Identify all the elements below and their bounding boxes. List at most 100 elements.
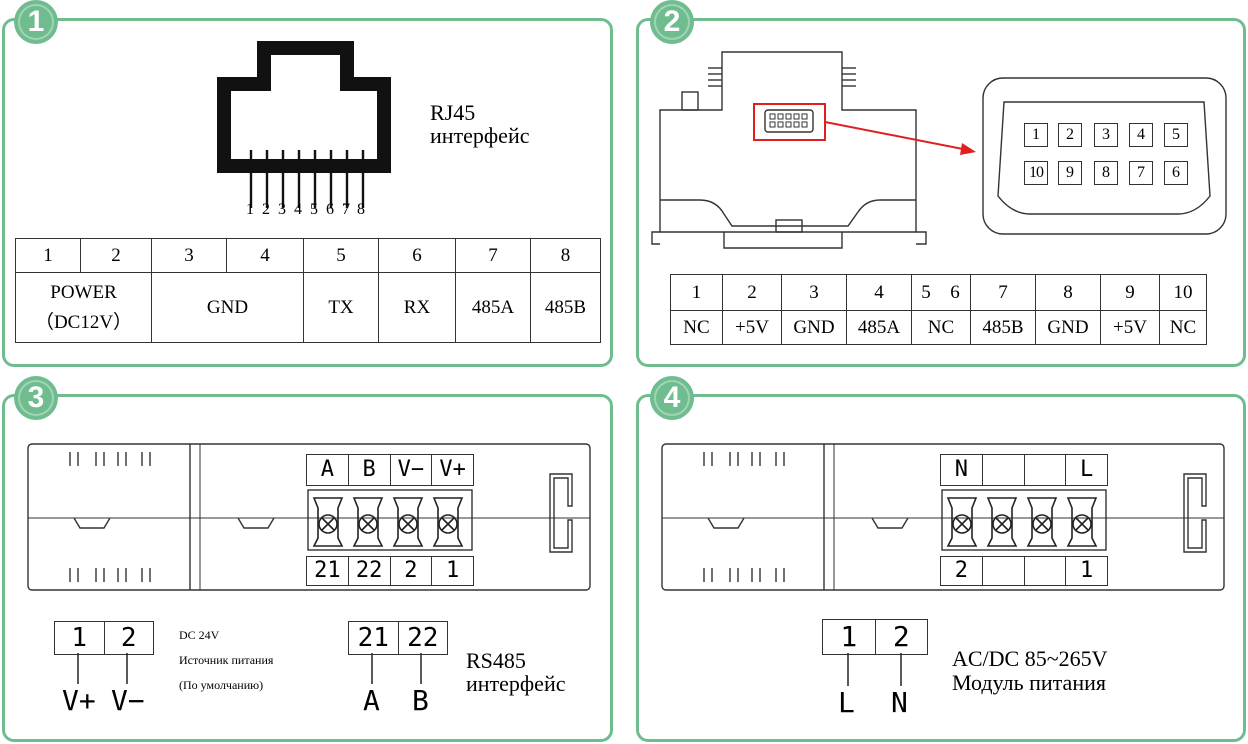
rs485-pin-22: 22	[407, 623, 439, 653]
power-cell: POWER （DC12V）	[15, 272, 152, 343]
value-cell: NC	[670, 310, 723, 345]
screw-terminal-icon	[1066, 497, 1098, 547]
rs485-subtitle: интерфейс	[466, 671, 566, 696]
connector-pin-2: 2	[1058, 123, 1082, 147]
terminal-numbers-bottom-4: 2 1	[940, 556, 1108, 586]
terminal-number-empty	[1025, 557, 1067, 585]
panel-number-badge-1: 1	[14, 0, 58, 44]
ac-pin-2: 2	[892, 620, 910, 653]
terminal-number-1: 1	[1080, 558, 1094, 583]
dc-voltage-label: DC 24V	[179, 628, 220, 642]
value-cell: NC	[1159, 310, 1207, 345]
gnd-cell: GND	[151, 272, 304, 343]
panel-number-badge-3: 3	[14, 376, 58, 420]
rj45-pin-5: 5	[310, 201, 318, 218]
screw-terminal-icon	[352, 497, 384, 547]
terminal-numbers-bottom-3: 21 22 2 1	[306, 556, 474, 586]
connector-pin-7: 7	[1129, 161, 1153, 185]
header-cell: 5	[303, 238, 379, 273]
485a-cell: 485A	[455, 272, 531, 343]
dc-default-label: (По умолчанию)	[179, 678, 264, 692]
connector-pin-8: 8	[1094, 161, 1118, 185]
header-cell: 10	[1159, 274, 1207, 311]
terminal-number-2: 2	[391, 557, 433, 585]
value-cell: +5V	[722, 310, 782, 345]
power-pin-1: 1	[55, 622, 105, 654]
power-label: POWER	[50, 281, 117, 303]
screw-terminal-icon	[312, 497, 344, 547]
terminal-label-vplus: V+	[439, 457, 466, 482]
rj45-pin-8: 8	[357, 201, 365, 218]
ac-lead-n: N	[891, 686, 908, 719]
rj45-pin-7: 7	[342, 201, 350, 218]
value-cell: GND	[781, 310, 847, 345]
485b-cell: 485B	[530, 272, 601, 343]
connector-pin-4: 4	[1129, 123, 1153, 147]
rj45-pin-2: 2	[262, 201, 270, 218]
rs485-lead-a: A	[363, 684, 380, 717]
ac-pin-1: 1	[823, 620, 876, 654]
10pin-pinout-table: 1 2 3 4 5 6 7 8 9 10 NC +5V GND 485A NC …	[670, 274, 1207, 345]
header-cell: 6	[940, 274, 971, 311]
terminal-number-22: 22	[349, 557, 391, 585]
terminal-label-n: N	[941, 455, 983, 485]
value-cell: 485B	[970, 310, 1036, 345]
header-cell: 5	[911, 274, 940, 311]
rs485-lead-b: B	[412, 684, 429, 717]
panel-number-badge-4: 4	[650, 376, 694, 420]
ac-voltage-title: AC/DC 85~265V	[952, 646, 1108, 671]
screw-terminal-icon	[1026, 497, 1058, 547]
rj45-pin-4: 4	[294, 201, 302, 218]
value-cell: NC	[911, 310, 971, 345]
header-cell: 8	[1035, 274, 1101, 311]
value-cell: +5V	[1100, 310, 1160, 345]
rx-cell: RX	[378, 272, 456, 343]
rj45-subtitle: интерфейс	[430, 123, 530, 148]
dc-source-label: Источник питания	[179, 653, 274, 667]
value-cell: GND	[1035, 310, 1101, 345]
terminal-number-2: 2	[941, 557, 983, 585]
value-cell: 485A	[846, 310, 912, 345]
terminal-label-l: L	[1080, 457, 1094, 482]
power-input-box-3: 1 2	[54, 621, 154, 655]
connector-pin-9: 9	[1058, 161, 1082, 185]
power-lead-vminus: V−	[111, 684, 145, 717]
header-cell: 8	[530, 238, 601, 273]
screw-terminal-icon	[392, 497, 424, 547]
ac-module-subtitle: Модуль питания	[952, 670, 1106, 695]
connector-pin-5: 5	[1164, 123, 1188, 147]
rj45-pinout-table: 1 2 3 4 5 6 7 8 POWER （DC12V） GND TX RX …	[15, 238, 601, 343]
power-voltage: （DC12V）	[34, 311, 133, 333]
header-cell: 2	[80, 238, 152, 273]
header-cell: 9	[1100, 274, 1160, 311]
power-lead-vplus: V+	[62, 684, 96, 717]
terminal-label-empty	[1025, 455, 1067, 485]
connector-pin-10: 10	[1024, 161, 1048, 185]
terminal-labels-top-4: N L	[940, 454, 1108, 486]
rs485-box-3: 21 22	[348, 621, 448, 655]
terminal-label-b: B	[349, 455, 391, 485]
terminal-number-21: 21	[307, 557, 349, 585]
connector-pin-1: 1	[1024, 123, 1048, 147]
connector-pin-3: 3	[1094, 123, 1118, 147]
header-cell: 4	[846, 274, 912, 311]
screw-terminal-icon	[986, 497, 1018, 547]
terminal-label-a: A	[307, 455, 349, 485]
connector-pin-6: 6	[1164, 161, 1188, 185]
rs485-title: RS485	[466, 648, 526, 673]
rj45-pin-6: 6	[326, 201, 334, 218]
panel-number-badge-2: 2	[650, 0, 694, 44]
screw-terminal-icon	[432, 497, 464, 547]
ac-lead-l: L	[838, 686, 855, 719]
terminal-label-empty	[983, 455, 1025, 485]
terminal-label-vminus: V−	[391, 455, 433, 485]
terminal-labels-top-3: A B V− V+	[306, 454, 474, 486]
tx-cell: TX	[303, 272, 379, 343]
header-cell: 4	[226, 238, 304, 273]
